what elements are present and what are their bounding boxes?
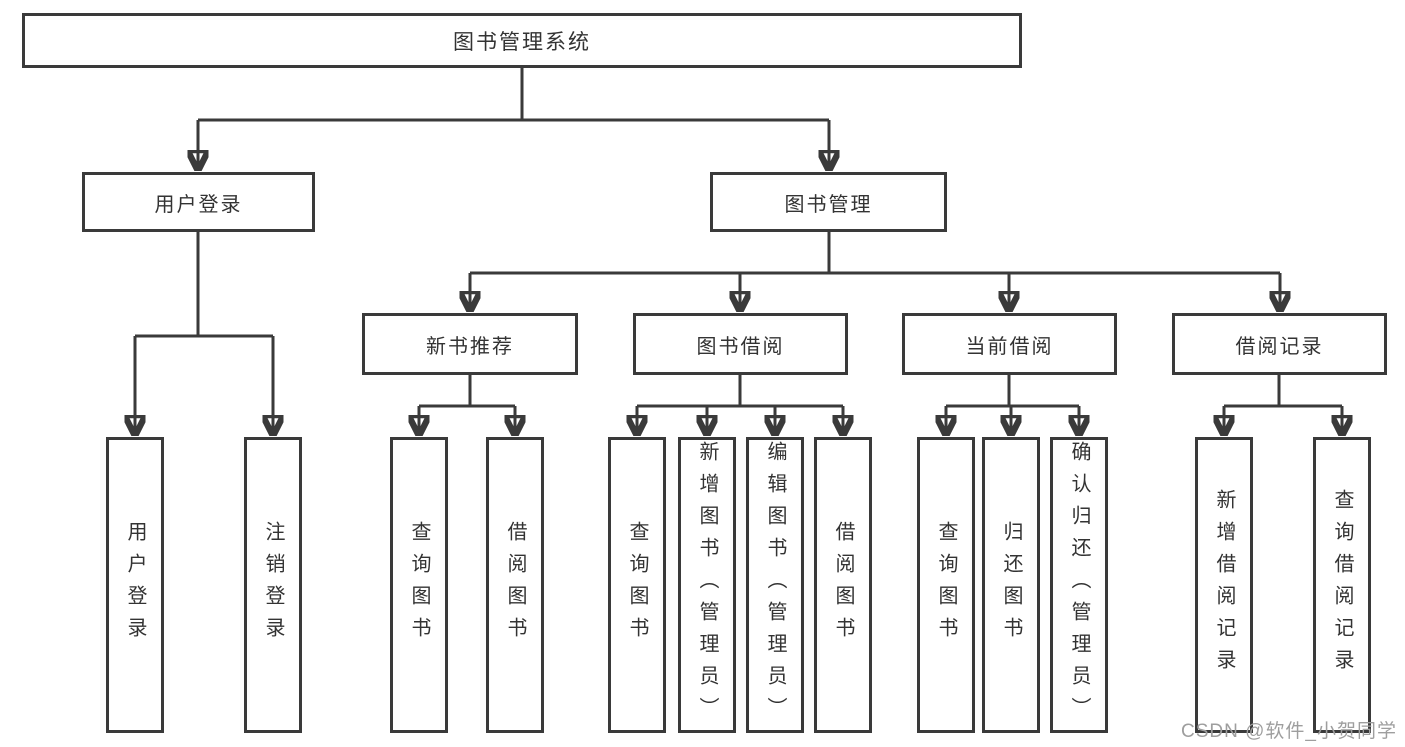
leaf-add-book-label: 新增图书（管理员） <box>696 441 718 729</box>
leaf-query-book-2-label: 查询图书 <box>626 521 648 649</box>
edge-borrow-record-children <box>1224 375 1342 433</box>
edge-root-children <box>198 68 829 168</box>
node-root: 图书管理系统 <box>22 13 1022 68</box>
node-borrow-record: 借阅记录 <box>1172 313 1387 375</box>
edge-current-borrow-children <box>946 375 1079 433</box>
leaf-borrow-book-2: 借阅图书 <box>814 437 872 733</box>
leaf-logout: 注销登录 <box>244 437 302 733</box>
node-user-login-label: 用户登录 <box>154 193 243 216</box>
leaf-borrow-book-1-label: 借阅图书 <box>504 521 526 649</box>
leaf-query-book-2: 查询图书 <box>608 437 666 733</box>
leaf-query-book-1-label: 查询图书 <box>408 521 430 649</box>
leaf-add-record: 新增借阅记录 <box>1195 437 1253 733</box>
node-new-book-rec-label: 新书推荐 <box>426 335 514 358</box>
leaf-logout-label: 注销登录 <box>262 521 284 649</box>
leaf-confirm-return-label: 确认归还（管理员） <box>1068 441 1090 729</box>
leaf-borrow-book-1: 借阅图书 <box>486 437 544 733</box>
leaf-borrow-book-2-label: 借阅图书 <box>832 521 854 649</box>
leaf-edit-book: 编辑图书（管理员） <box>746 437 804 733</box>
leaf-query-book-1: 查询图书 <box>390 437 448 733</box>
leaf-query-book-3-label: 查询图书 <box>935 521 957 649</box>
node-book-borrow-label: 图书借阅 <box>696 335 785 358</box>
node-borrow-record-label: 借阅记录 <box>1235 335 1324 358</box>
node-new-book-rec: 新书推荐 <box>362 313 578 375</box>
node-root-label: 图书管理系统 <box>453 30 591 54</box>
leaf-edit-book-label: 编辑图书（管理员） <box>764 441 786 729</box>
edge-book-borrow-children <box>637 375 843 433</box>
leaf-return-book-label: 归还图书 <box>1000 521 1022 649</box>
leaf-query-record: 查询借阅记录 <box>1313 437 1371 733</box>
leaf-return-book: 归还图书 <box>982 437 1040 733</box>
leaf-query-record-label: 查询借阅记录 <box>1331 489 1353 681</box>
node-book-borrow: 图书借阅 <box>633 313 848 375</box>
leaf-confirm-return: 确认归还（管理员） <box>1050 437 1108 733</box>
node-user-login: 用户登录 <box>82 172 315 232</box>
edge-new-book-rec-children <box>419 375 515 433</box>
edge-user-login-children <box>135 232 273 433</box>
edge-book-mgmt-children <box>470 232 1280 309</box>
leaf-add-record-label: 新增借阅记录 <box>1213 489 1235 681</box>
leaf-user-login: 用户登录 <box>106 437 164 733</box>
leaf-user-login-label: 用户登录 <box>124 521 146 649</box>
leaf-add-book: 新增图书（管理员） <box>678 437 736 733</box>
node-book-mgmt: 图书管理 <box>710 172 947 232</box>
leaf-query-book-3: 查询图书 <box>917 437 975 733</box>
csdn-watermark: CSDN @软件_小贺同学 <box>1181 721 1397 742</box>
node-current-borrow: 当前借阅 <box>902 313 1117 375</box>
node-book-mgmt-label: 图书管理 <box>784 193 873 216</box>
node-current-borrow-label: 当前借阅 <box>965 335 1054 358</box>
